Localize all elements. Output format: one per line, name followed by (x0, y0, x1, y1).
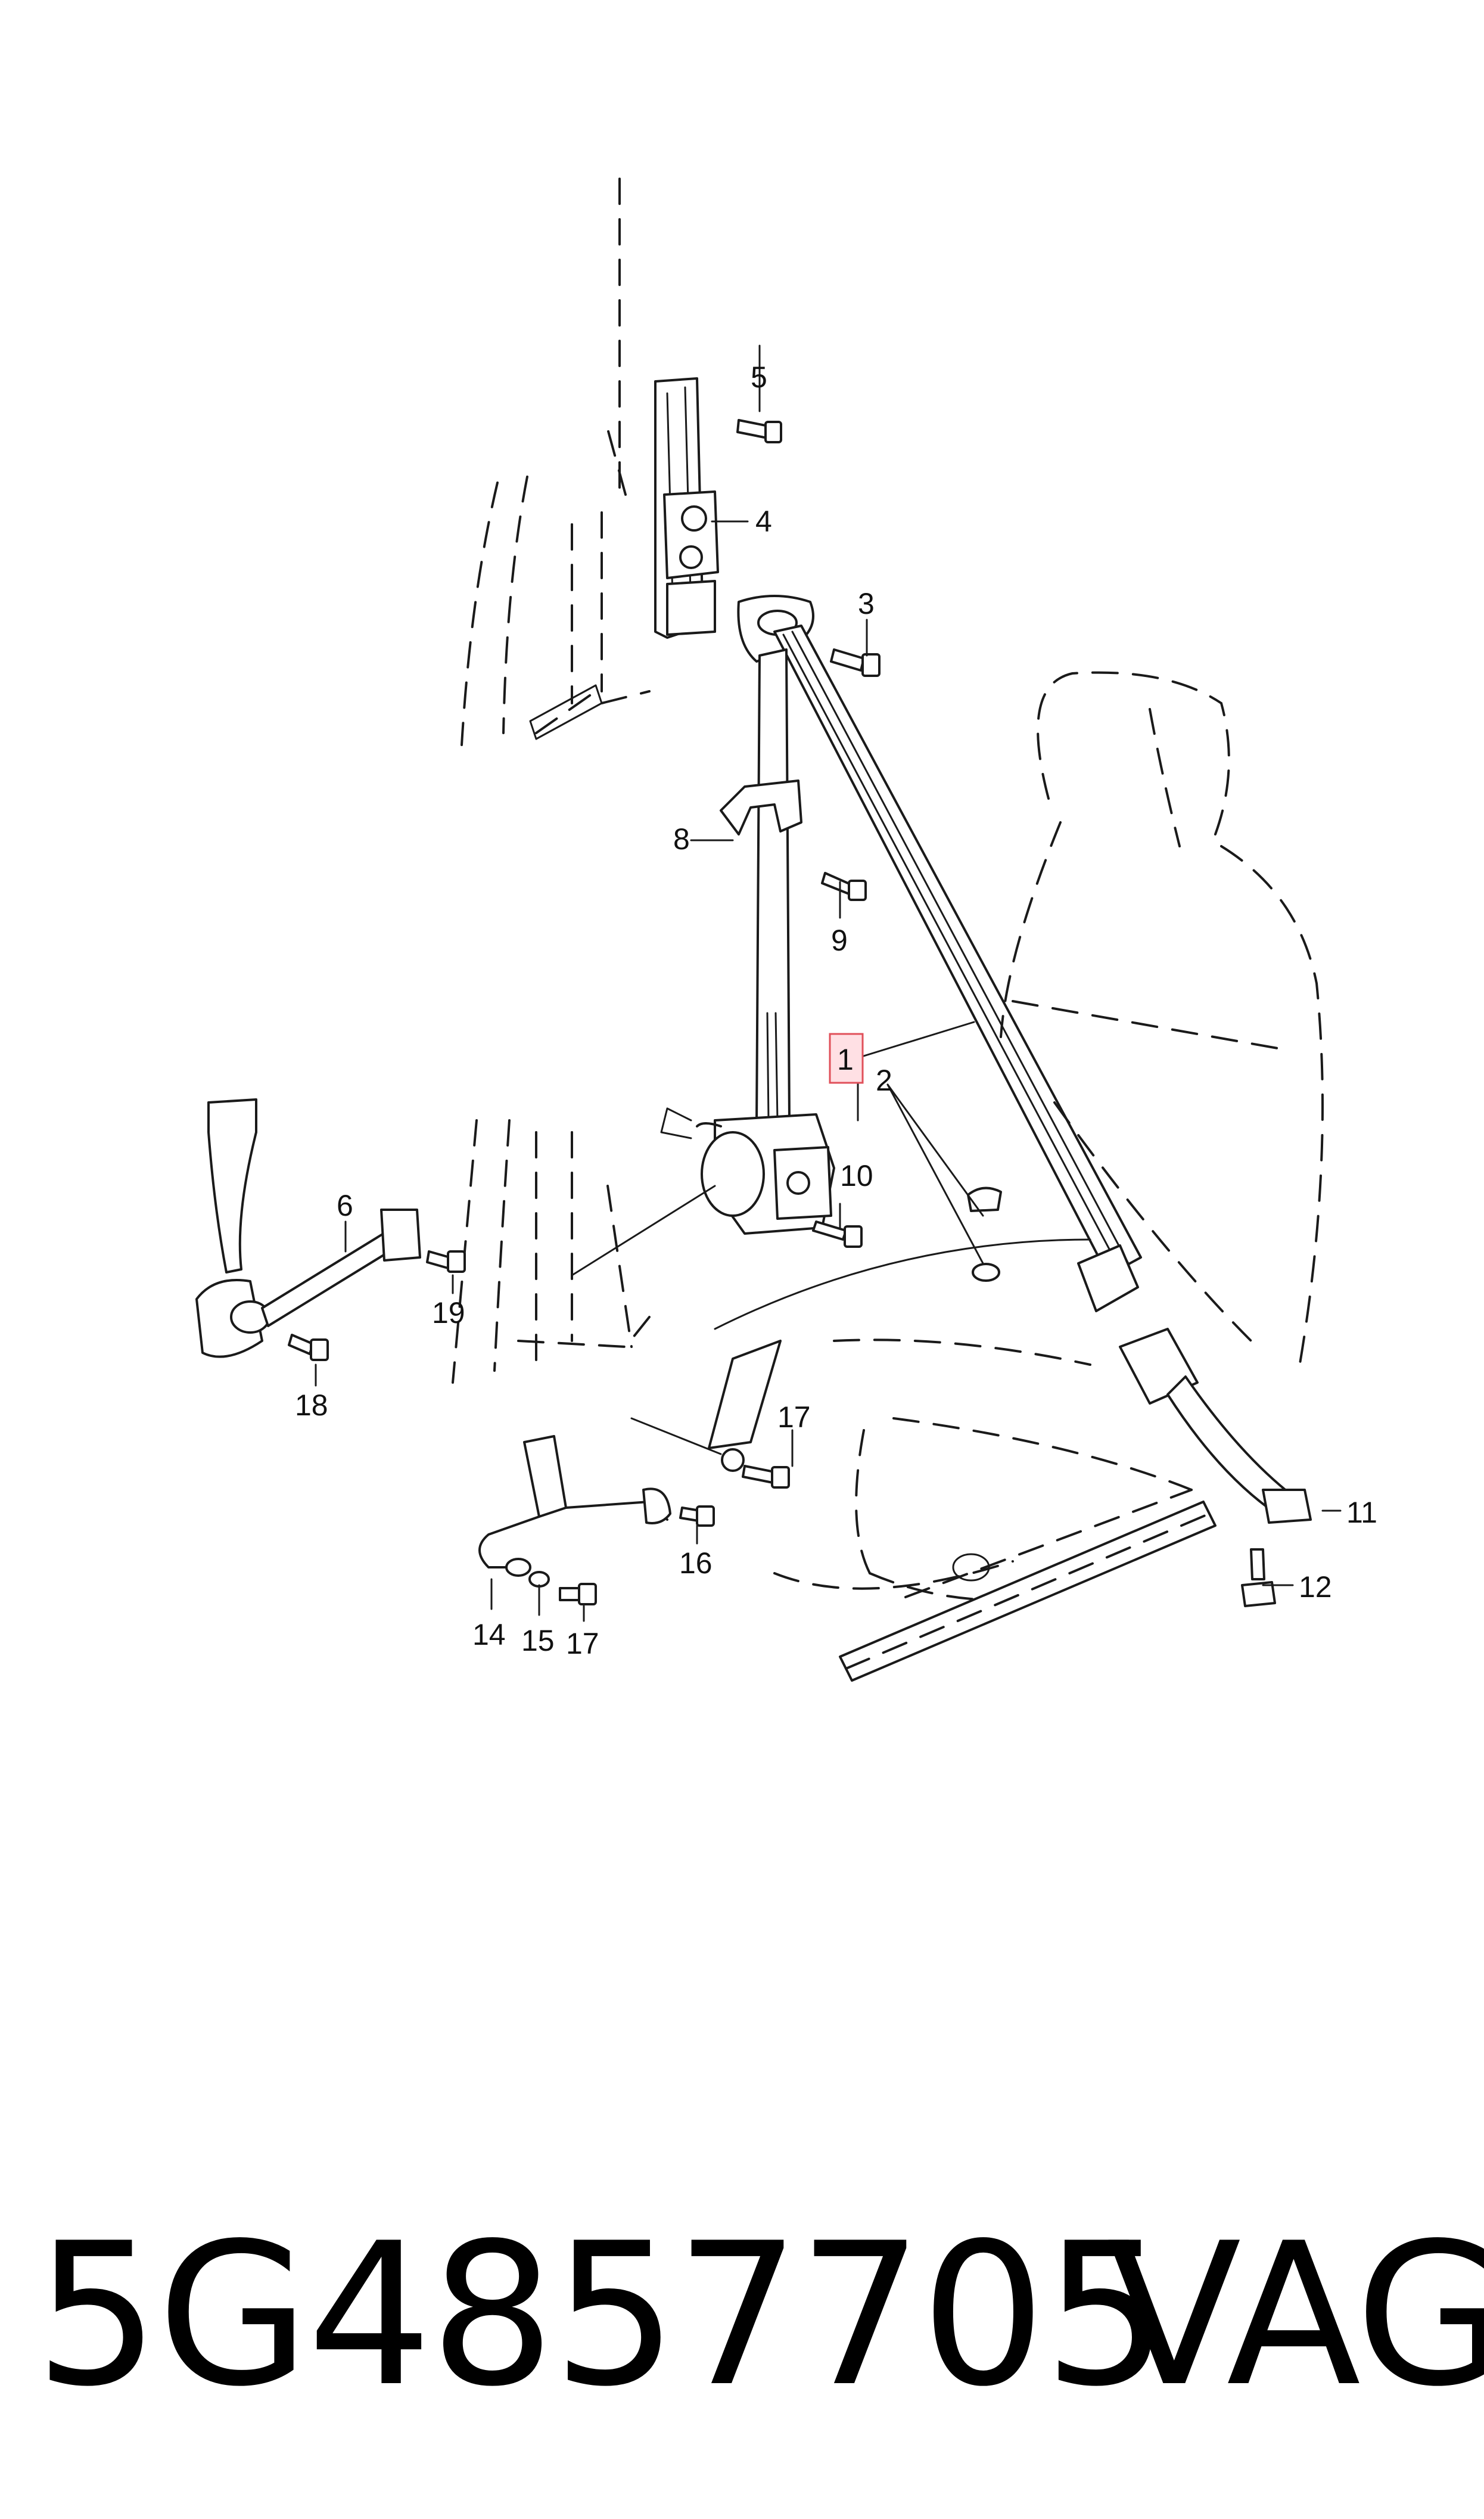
callout-8[interactable]: 8 (673, 822, 690, 856)
callout-17-lower[interactable]: 17 (566, 1627, 599, 1660)
washer-15 (528, 1571, 550, 1588)
callout-9[interactable]: 9 (831, 924, 848, 957)
seat-belt-buckle (1077, 1244, 1312, 1524)
vertical-belt-webbing (755, 648, 791, 1125)
callout-14[interactable]: 14 (472, 1618, 506, 1651)
callout-16[interactable]: 16 (679, 1546, 713, 1580)
callout-18[interactable]: 18 (295, 1389, 328, 1422)
callout-11[interactable]: 11 (1346, 1496, 1377, 1529)
callout-12[interactable]: 12 (1299, 1570, 1332, 1604)
seat-rail (839, 1489, 1217, 1682)
callout-10[interactable]: 10 (840, 1159, 873, 1192)
buckle-assembly-6 (195, 1098, 421, 1358)
part-number-label: 5G4857705 (35, 2201, 1168, 2430)
seat-backrest-outline (1000, 671, 1324, 1372)
screw-17-upper (742, 1465, 790, 1489)
brand-label: VAG (1107, 2201, 1484, 2430)
callout-labels: 1 2 3 4 5 6 8 9 10 11 12 14 15 16 17 17 … (295, 361, 1377, 1660)
callout-19[interactable]: 19 (432, 1296, 465, 1330)
screw-17-lower (559, 1583, 597, 1605)
lower-anchor-bracket (478, 1435, 671, 1577)
callout-2[interactable]: 2 (876, 1064, 892, 1097)
bolt-19 (426, 1250, 466, 1273)
belt-height-adjuster (654, 377, 719, 639)
leader-lines (315, 344, 1342, 1622)
seat-cushion-outline (714, 1238, 1193, 1601)
screw-9 (821, 872, 867, 901)
belt-strap-anchor (630, 1340, 782, 1472)
shoulder-belt-webbing (773, 625, 1142, 1276)
belt-guide-bracket (720, 779, 802, 835)
callout-5[interactable]: 5 (751, 361, 767, 394)
callout-1-highlight (829, 1033, 864, 1084)
callout-3[interactable]: 3 (858, 587, 875, 620)
callout-1[interactable]: 1 (837, 1043, 854, 1076)
bolt-10 (812, 1220, 863, 1248)
bolt-18 (288, 1334, 329, 1361)
callout-17-upper[interactable]: 17 (777, 1400, 811, 1434)
bolt-12 (1241, 1548, 1276, 1607)
callout-6[interactable]: 6 (337, 1189, 353, 1222)
bolt-5 (736, 419, 782, 443)
screw-16 (679, 1505, 715, 1527)
b-pillar-outline (452, 178, 651, 1384)
callout-4[interactable]: 4 (755, 505, 772, 538)
callout-15[interactable]: 15 (521, 1624, 555, 1657)
belt-retractor (660, 1107, 835, 1235)
bolt-3 (830, 648, 881, 677)
